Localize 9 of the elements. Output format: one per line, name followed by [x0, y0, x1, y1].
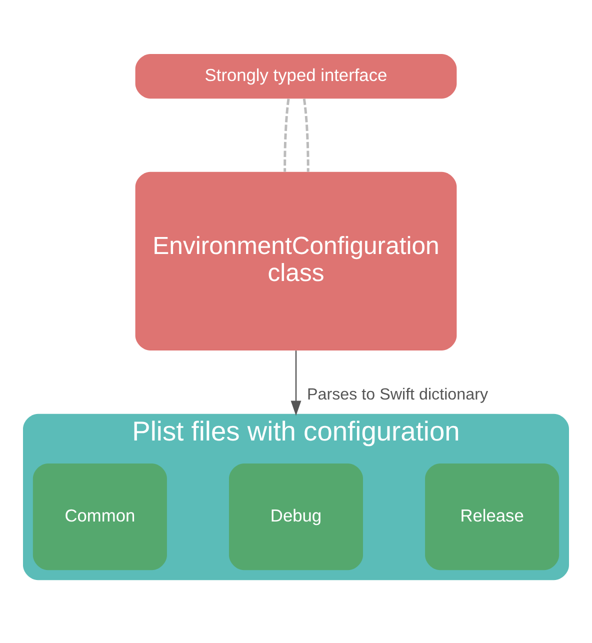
node-box: Strongly typed interface [135, 53, 457, 98]
node-box: Release [425, 462, 560, 570]
connector [284, 98, 290, 172]
arrow [290, 350, 302, 416]
connector [302, 98, 310, 172]
node-box: EnvironmentConfiguration class [135, 171, 457, 350]
node-box: Common [32, 462, 167, 570]
node-box: Debug [229, 462, 363, 570]
edge-label: Parses to Swift dictionary [306, 384, 488, 403]
